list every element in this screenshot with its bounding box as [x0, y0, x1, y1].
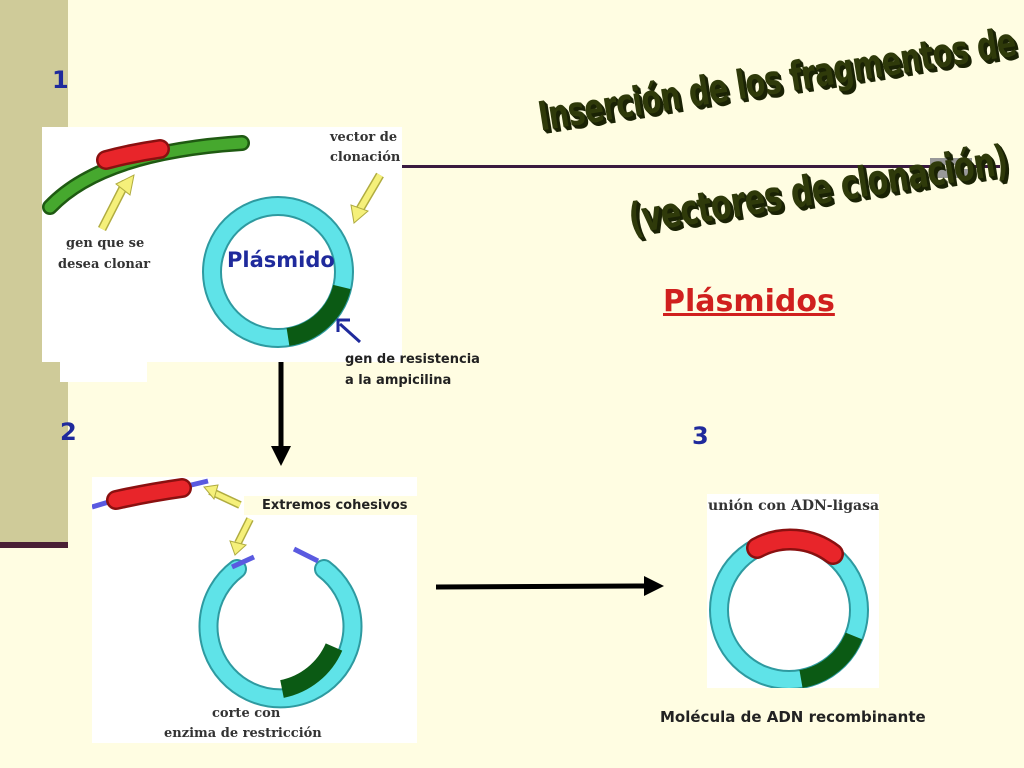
slide-title-line2: (vectores de clonación)	[625, 135, 1011, 244]
arrow-to-gene-head	[115, 174, 135, 196]
left-decor-underline	[0, 542, 68, 548]
panel-1-notch	[60, 327, 147, 382]
title-divider-bars	[930, 158, 972, 178]
cut-label-line1: corte con	[212, 706, 281, 721]
plasmid-label: Plásmido	[227, 248, 335, 272]
resistance-gene-segment-2	[279, 643, 343, 698]
panel-3-diagram	[709, 528, 869, 690]
panel-2-diagram	[91, 478, 363, 709]
recombinant-label: Molécula de ADN recombinante	[660, 708, 926, 726]
open-plasmid	[200, 561, 361, 707]
panel-2-restriction	[91, 477, 417, 743]
gene-label-line1: gen que se	[66, 236, 145, 251]
cut-label-line2: enzima de restricción	[164, 726, 322, 741]
panel-1-vector	[42, 127, 402, 362]
resistance-gene-segment-3	[799, 632, 863, 688]
resistance-gene-segment	[286, 284, 351, 346]
arrow-to-plasmid	[357, 173, 383, 211]
sticky-ends-label: Extremos cohesivos	[244, 496, 424, 515]
panel-3-recombinant	[707, 494, 879, 690]
resistance-label-line1: gen de resistencia	[345, 352, 480, 367]
plasmid-ring	[204, 198, 352, 346]
vector-label-line2: clonación	[330, 150, 401, 165]
inserted-gene	[748, 531, 842, 563]
step-number-3: 3	[692, 422, 709, 450]
arrow-to-resistance	[336, 318, 362, 344]
vector-label-line1: vector de	[330, 130, 398, 145]
right-arrow	[436, 576, 664, 596]
title-divider-line	[400, 165, 1000, 168]
step-number-1: 1	[52, 66, 69, 94]
subtitle-plasmidos: Plásmidos	[663, 284, 835, 319]
arrow-to-plasmid-head	[350, 204, 369, 224]
gene-label-line2: desea clonar	[58, 257, 151, 272]
arrow-to-gene	[99, 180, 129, 231]
insert-gene	[98, 141, 168, 168]
resistance-label-line2: a la ampicilina	[345, 373, 452, 388]
panel-1-diagram	[42, 135, 384, 348]
ligase-label: unión con ADN-ligasa	[708, 498, 880, 514]
slide-title-line1: Inserción de los fragmentos de ADN	[535, 7, 1024, 141]
cut-gene	[108, 480, 190, 508]
step-number-2: 2	[60, 418, 77, 446]
down-arrow	[271, 362, 291, 466]
